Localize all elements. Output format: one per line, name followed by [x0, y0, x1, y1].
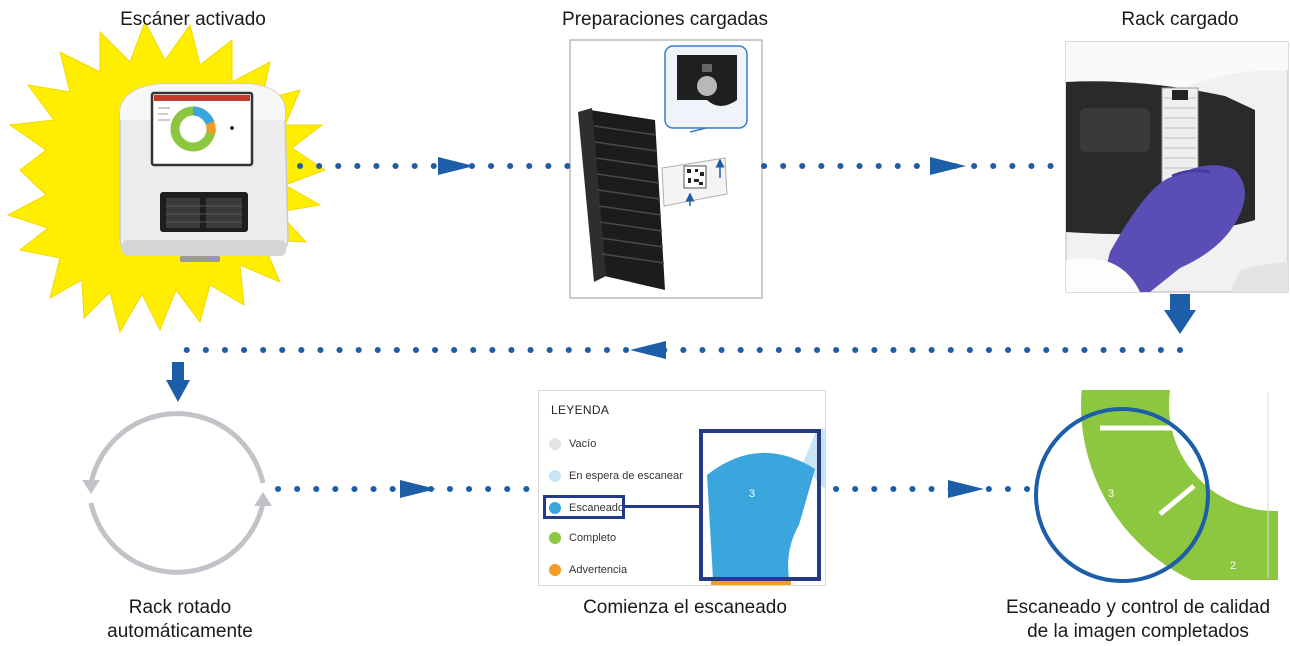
legend-item-waiting: En espera de escanear — [549, 467, 683, 485]
slides-rack-illustration — [569, 39, 763, 299]
caption-qc-done-line1: Escaneado y control de calidad — [1005, 597, 1271, 618]
flow-arrow-right-3 — [400, 480, 436, 498]
flow-arrow-right-1 — [438, 157, 474, 175]
legend-item-scanned: Escaneado — [549, 499, 624, 517]
gray-dot-icon — [549, 438, 561, 450]
legend-item-empty: Vacío — [549, 435, 596, 453]
legend-title: LEYENDA — [551, 403, 610, 417]
complete-segment-number-a: 3 — [1108, 488, 1115, 500]
legend-item-warning: Advertencia — [549, 561, 627, 579]
caption-qc-done-line2: de la imagen completados — [1027, 621, 1249, 642]
complete-segment-number-b: 2 — [1230, 560, 1237, 572]
scanning-segment-zoom — [699, 429, 825, 585]
completed-segments-illustration — [1034, 390, 1278, 583]
caption-rack-rotated-line1: Rack rotado — [128, 597, 232, 618]
flow-arrow-right-2 — [930, 157, 966, 175]
caption-scan-starts: Comienza el escaneado — [583, 597, 787, 618]
caption-slides-loaded: Preparaciones cargadas — [562, 9, 768, 30]
flow-connectors — [166, 157, 1196, 498]
rack-loaded-illustration — [1065, 41, 1289, 293]
flow-arrow-down-2 — [166, 362, 190, 402]
caption-rack-loaded: Rack cargado — [1121, 9, 1239, 30]
rotation-icon — [82, 411, 272, 575]
caption-rack-rotated-line2: automáticamente — [107, 621, 253, 642]
legend-item-complete: Completo — [549, 529, 616, 547]
scanner-illustration — [6, 20, 327, 334]
flow-arrow-left-1 — [630, 341, 666, 359]
qc-highlight-circle — [1034, 407, 1210, 583]
flow-arrow-right-4 — [948, 480, 984, 498]
scan-legend-panel: LEYENDA Vacío En espera de escanear Esca… — [538, 390, 826, 586]
orange-dot-icon — [549, 564, 561, 576]
light-blue-dot-icon — [549, 470, 561, 482]
blue-dot-icon — [549, 502, 561, 514]
highlight-connector — [625, 505, 703, 508]
flow-arrow-down-1 — [1164, 294, 1196, 334]
scanning-segment-number: 3 — [749, 488, 756, 500]
green-dot-icon — [549, 532, 561, 544]
scanned-highlight-box — [543, 495, 625, 519]
caption-scanner-on: Escáner activado — [120, 9, 266, 30]
